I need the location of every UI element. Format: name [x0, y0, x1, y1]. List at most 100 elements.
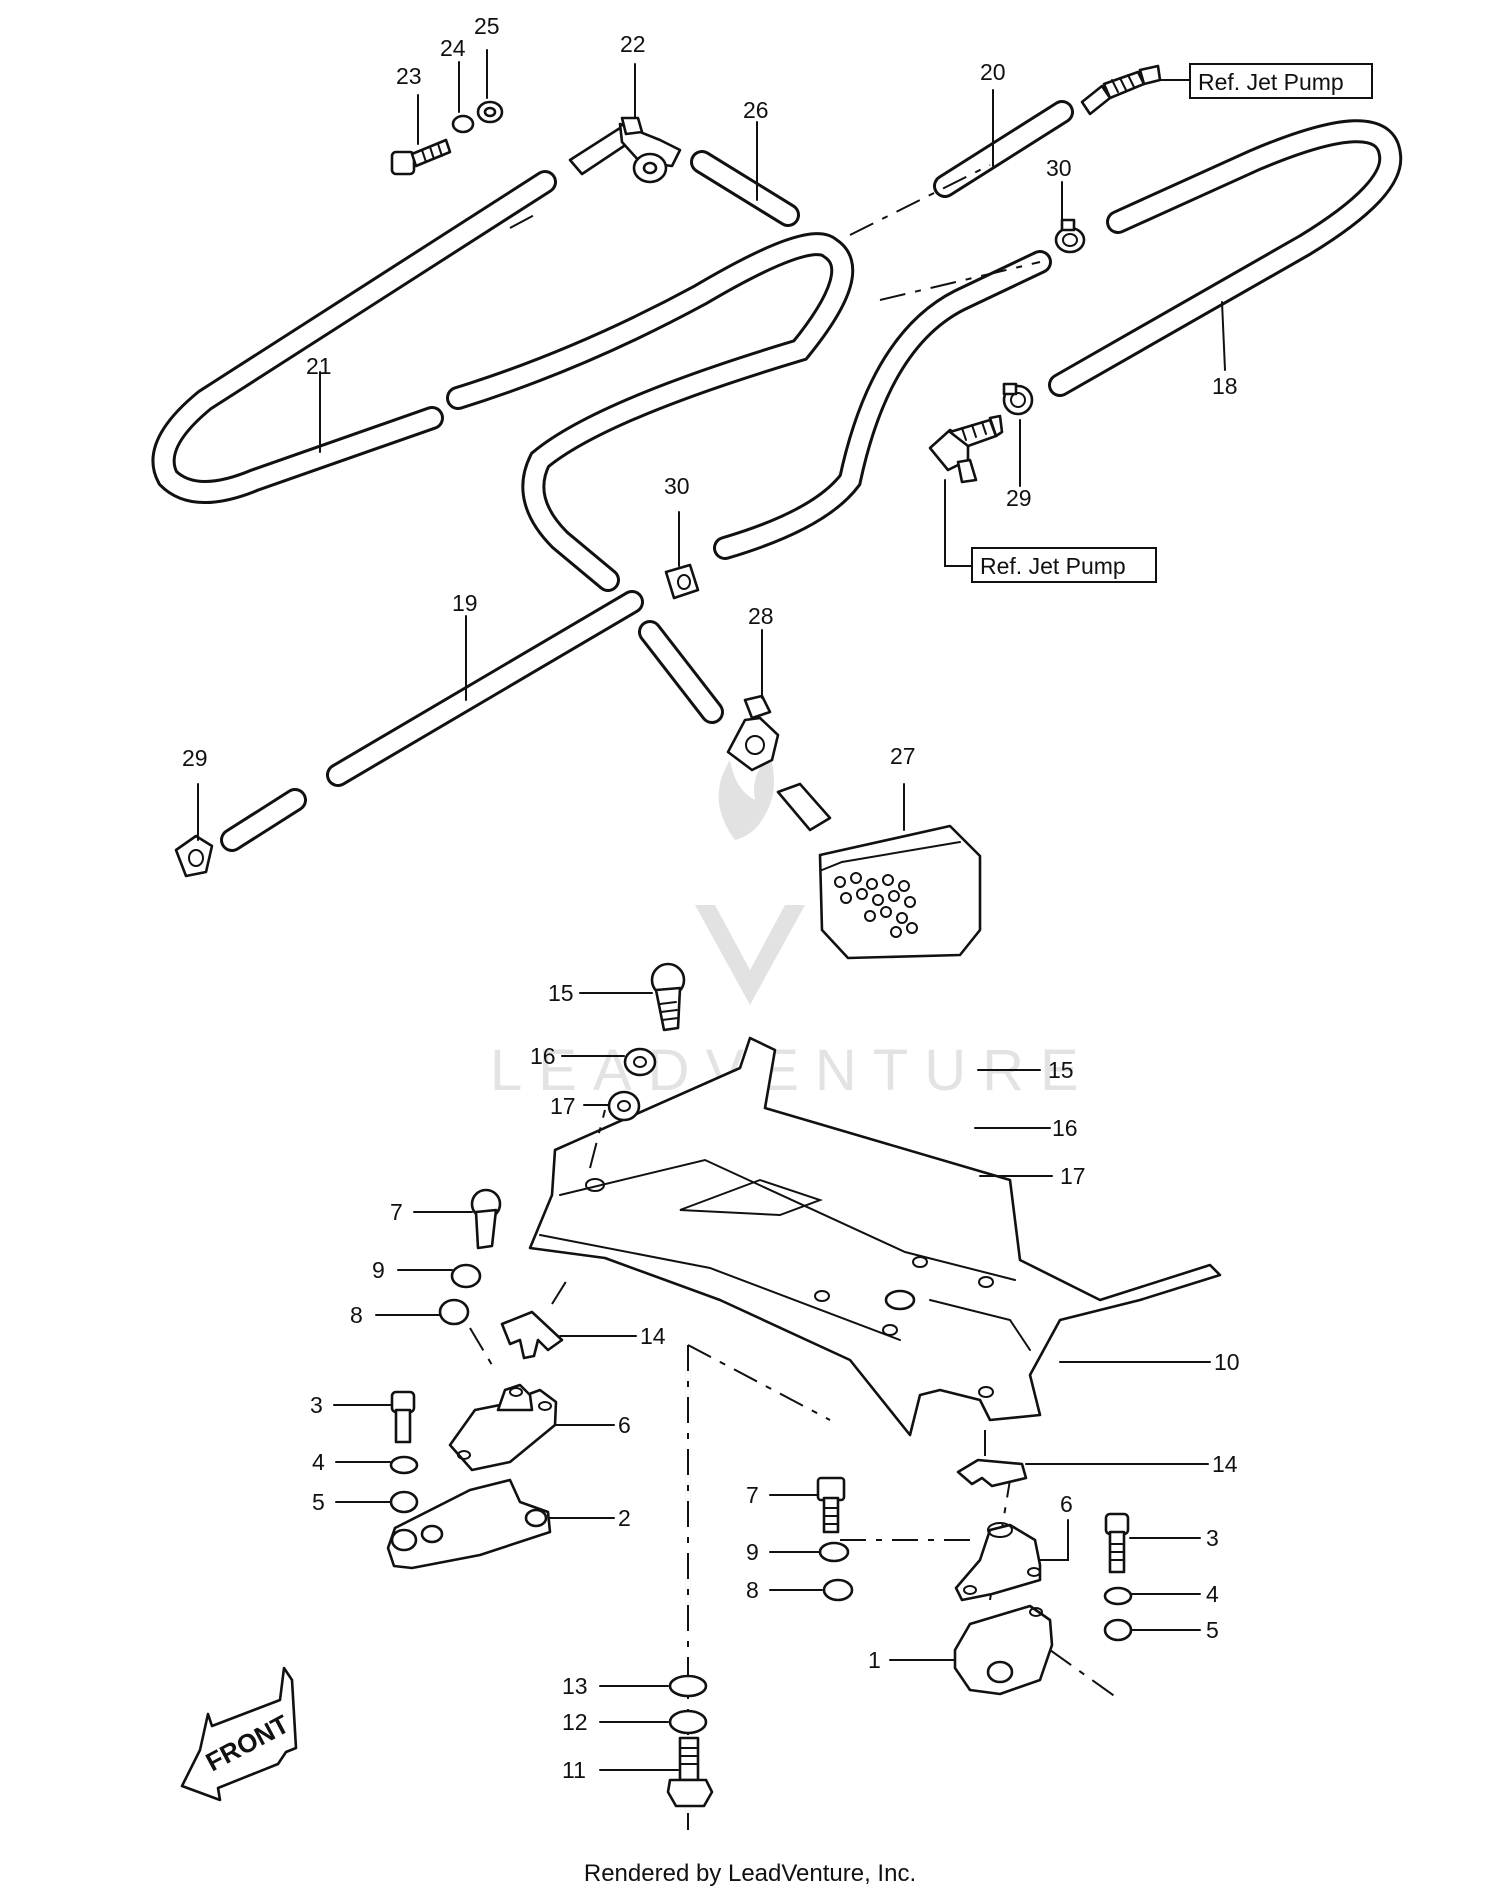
- callout-9-left: 9: [372, 1257, 385, 1283]
- routing-line: [509, 164, 1041, 301]
- washer-17-left: [607, 1090, 641, 1122]
- callout-17-right: 17: [1060, 1163, 1086, 1189]
- callout-9-center: 9: [746, 1539, 759, 1565]
- callout-15-left: 15: [548, 980, 574, 1006]
- washer-13: [668, 1674, 708, 1698]
- callout-7-center: 7: [746, 1482, 759, 1508]
- callout-28: 28: [748, 603, 774, 629]
- callout-18: 18: [1212, 373, 1238, 399]
- elbow-fitting-jet-pump: [928, 414, 1004, 484]
- hose-to-strainer: [638, 620, 724, 724]
- callouts: 23 24 25 22 26 20 30 21 18 29 30 19 28 2…: [182, 13, 1240, 1783]
- ref-label-jet-pump-top: Ref. Jet Pump: [1198, 69, 1344, 95]
- fitting-jet-pump-top: [1080, 64, 1162, 116]
- callout-7-left: 7: [390, 1199, 403, 1225]
- hose-19: [326, 590, 644, 787]
- callout-3-right: 3: [1206, 1525, 1219, 1551]
- callout-20: 20: [980, 59, 1006, 85]
- hose-18: [1048, 119, 1403, 397]
- washer-8-center: [822, 1578, 854, 1602]
- clip-14-left: [500, 1310, 564, 1360]
- callout-16-left: 16: [530, 1043, 556, 1069]
- callout-2: 2: [618, 1505, 631, 1531]
- ref-box-jet-pump-mid[interactable]: Ref. Jet Pump: [971, 547, 1157, 583]
- callout-27: 27: [890, 743, 916, 769]
- clip-14-right: [956, 1458, 1028, 1488]
- callout-29-left: 29: [182, 745, 208, 771]
- washer-8-left: [438, 1298, 470, 1326]
- callout-11: 11: [562, 1757, 586, 1783]
- callout-22: 22: [620, 31, 646, 57]
- bolt-3-left: [390, 1390, 416, 1444]
- ref-label-jet-pump-mid: Ref. Jet Pump: [980, 553, 1126, 579]
- callout-15-right: 15: [1048, 1057, 1074, 1083]
- engine-bed-10: [528, 1036, 1222, 1437]
- callout-13: 13: [562, 1673, 588, 1699]
- hose-mid-right: [713, 250, 1052, 560]
- callout-10: 10: [1214, 1349, 1240, 1375]
- callout-5-right: 5: [1206, 1617, 1219, 1643]
- callout-23: 23: [396, 63, 422, 89]
- bolt-7-center: [816, 1476, 846, 1534]
- callout-26: 26: [743, 97, 769, 123]
- washer-4-left: [389, 1455, 419, 1475]
- callout-8-center: 8: [746, 1577, 759, 1603]
- tee-fitting-22: [568, 116, 682, 184]
- clamp-30-top: [1054, 218, 1086, 254]
- bolt-7-left: [470, 1188, 502, 1250]
- clamp-28: [726, 694, 780, 772]
- strainer-holes: [834, 872, 918, 938]
- callout-29-mid: 29: [1006, 485, 1032, 511]
- mount-hole: [585, 1178, 605, 1192]
- ref-box-jet-pump-top[interactable]: Ref. Jet Pump: [1189, 63, 1373, 99]
- callout-4-left: 4: [312, 1449, 325, 1475]
- washer-24: [451, 114, 475, 134]
- washer-5-left: [389, 1490, 419, 1514]
- front-direction-arrow: FRONT: [180, 1666, 298, 1802]
- render-credit: Rendered by LeadVenture, Inc.: [583, 1860, 917, 1887]
- callout-6-left: 6: [618, 1412, 631, 1438]
- hose-21: [151, 170, 557, 504]
- callout-4-right: 4: [1206, 1581, 1219, 1607]
- washer-25-hole: [483, 106, 497, 118]
- callout-1: 1: [868, 1647, 881, 1673]
- washer-9-center: [818, 1541, 850, 1563]
- strainer-27: [776, 782, 982, 960]
- callout-19: 19: [452, 590, 478, 616]
- engine-mount-6-right: [954, 1522, 1042, 1602]
- bolt-23: [390, 138, 452, 176]
- washer-4-right: [1103, 1586, 1133, 1606]
- hose-20: [933, 100, 1074, 198]
- callout-17-left: 17: [550, 1093, 576, 1119]
- callout-16-right: 16: [1052, 1115, 1078, 1141]
- callout-30-top: 30: [1046, 155, 1072, 181]
- callout-3-left: 3: [310, 1392, 323, 1418]
- callout-12: 12: [562, 1709, 588, 1735]
- callout-5-left: 5: [312, 1489, 325, 1515]
- hose-main-loop: [446, 232, 855, 592]
- washer-9-left: [450, 1263, 482, 1289]
- washer-16-left: [623, 1047, 657, 1077]
- callout-6-right: 6: [1060, 1491, 1073, 1517]
- clamp-29-mid: [1002, 382, 1034, 416]
- callout-25: 25: [474, 13, 500, 39]
- leader-lines: [197, 49, 1226, 1771]
- washer-5-right: [1103, 1618, 1133, 1642]
- callout-21: 21: [306, 353, 332, 379]
- bracket-2: [386, 1478, 552, 1570]
- engine-mount-6-left: [448, 1383, 558, 1472]
- callout-24: 24: [440, 35, 466, 61]
- callout-8-left: 8: [350, 1302, 363, 1328]
- washer-12: [668, 1709, 708, 1735]
- bolt-15-left: [650, 962, 686, 1032]
- bracket-1: [953, 1604, 1054, 1696]
- callout-14-right: 14: [1212, 1451, 1238, 1477]
- clamp-30-mid: [664, 563, 700, 600]
- callout-14-left: 14: [640, 1323, 666, 1349]
- callout-30-mid: 30: [664, 473, 690, 499]
- bolt-11: [666, 1736, 714, 1808]
- bolt-3-right: [1104, 1512, 1130, 1574]
- hose-short-left: [220, 788, 307, 852]
- clamp-29-left: [174, 834, 214, 878]
